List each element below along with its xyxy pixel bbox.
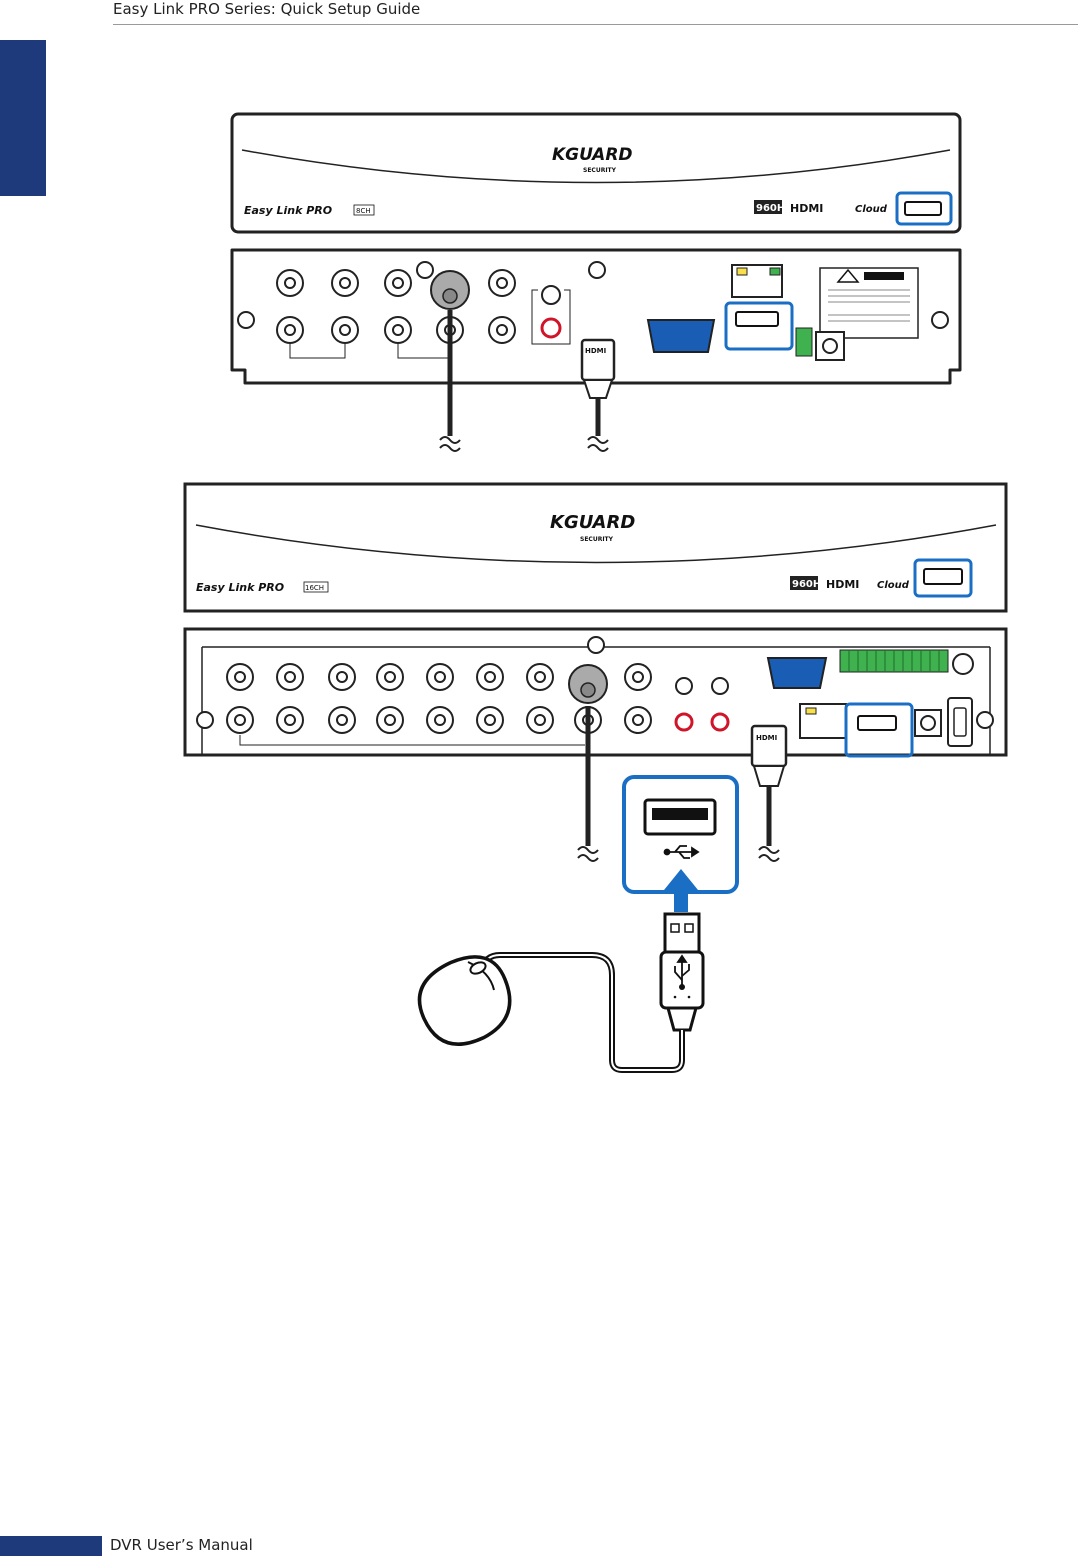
usb-port-icon [923,568,963,585]
vga-port-icon [766,657,828,689]
header-divider [113,24,1078,25]
vga-port-icon [646,319,716,353]
footer-tab [0,1536,102,1556]
header-title: Easy Link PRO Series: Quick Setup Guide [113,0,421,18]
brand-sub-logo: SECURITY [583,167,617,174]
dvr-8ch-rear-panel: HDMI [230,248,962,452]
brand-logo: KGUARD [552,145,633,165]
chapter-tab [0,40,46,196]
channel-count: 8CH [356,207,371,215]
hdmi-plug-label: HDMI [756,734,777,742]
mouse-cable [479,952,685,1073]
dvr-16ch-front-panel: KGUARD SECURITY Easy Link PRO 16CH 960H … [183,482,1008,613]
usb-highlight-box [913,558,973,598]
footer-title: DVR User’s Manual [110,1536,253,1554]
badge-cloud: Cloud [855,204,888,215]
badge-960h: 960H [792,579,821,590]
hdmi-plug-icon: HDMI [580,338,616,452]
usb-symbol-icon [663,845,700,859]
mouse-icon [417,955,512,1046]
alarm-terminal-block [839,649,949,673]
channel-count: 16CH [305,584,324,592]
brand-sub-logo: SECURITY [580,536,614,543]
dvr-8ch-front-panel: KGUARD SECURITY Easy Link PRO 8CH 960H H… [230,112,962,234]
badge-cloud: Cloud [877,580,910,591]
usb-highlight-box [895,191,953,226]
hdmi-plug-icon: HDMI [750,724,788,862]
usb-highlight-box-rear [844,702,914,758]
badge-960h: 960H [756,203,785,214]
usb-port-callout [622,775,739,894]
usb-plug-icon [659,912,705,1032]
model-logo: Easy Link PRO [244,204,332,217]
model-logo: Easy Link PRO [196,581,284,594]
arrow-up-icon [664,869,698,912]
usb-highlight-box-rear [724,301,794,351]
badge-hdmi: HDMI [826,578,859,591]
brand-logo: KGUARD [550,512,635,533]
hdmi-plug-label: HDMI [585,347,606,355]
badge-hdmi: HDMI [790,202,823,215]
dvr-16ch-rear-panel: HDMI [183,627,1008,862]
usb-port-icon [904,201,942,216]
